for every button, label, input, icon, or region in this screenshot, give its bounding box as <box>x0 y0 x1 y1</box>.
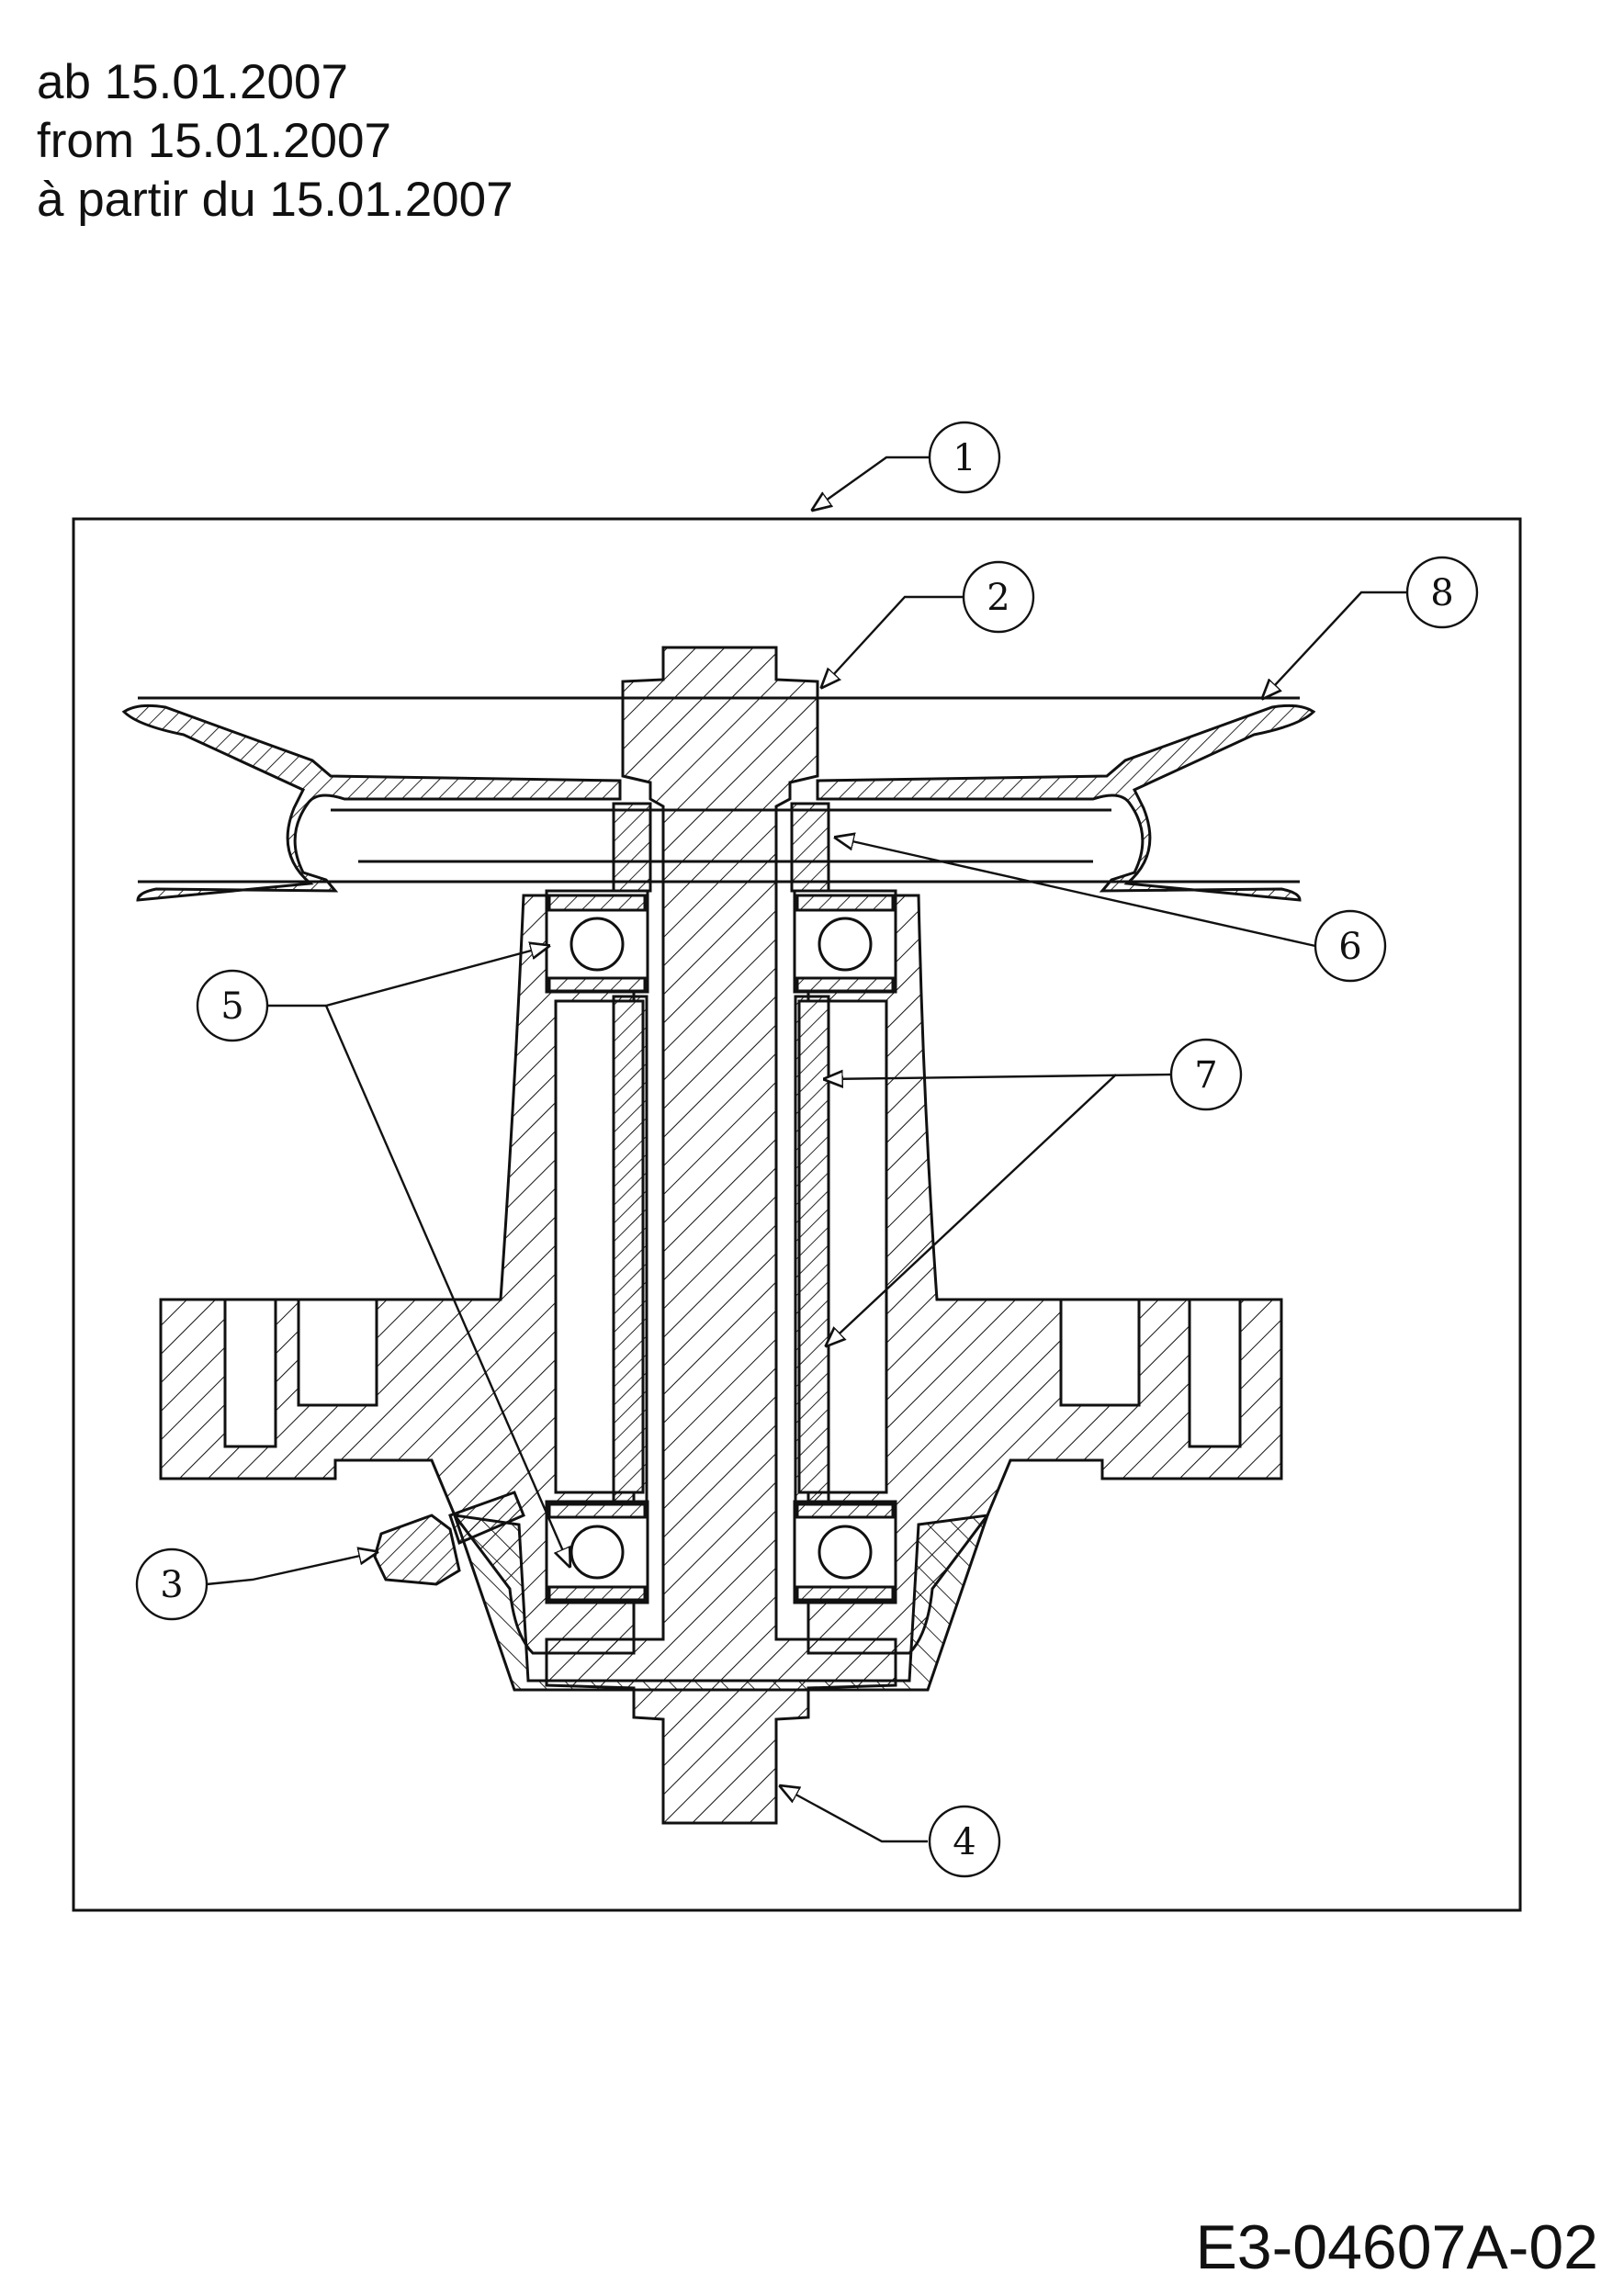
callout-6-label: 6 <box>1338 926 1361 968</box>
assembly-frame <box>72 517 1522 1912</box>
spacer-sleeves <box>612 802 830 1503</box>
callout-2-label: 2 <box>987 577 1009 619</box>
drawing-code: E3-04607A-02 <box>1195 2212 1598 2282</box>
callout-1: 1 <box>928 421 1001 494</box>
callout-7: 7 <box>1169 1038 1243 1111</box>
callout-3: 3 <box>135 1548 209 1621</box>
callout-4-label: 4 <box>953 1821 976 1863</box>
callout-8: 8 <box>1405 556 1479 629</box>
grease-fitting <box>373 1491 525 1586</box>
validity-note-en: from 15.01.2007 <box>37 114 391 168</box>
leader-lines <box>206 456 1407 1843</box>
validity-note-de: ab 15.01.2007 <box>37 55 348 109</box>
callout-5-label: 5 <box>220 985 243 1028</box>
callout-3-label: 3 <box>160 1564 183 1606</box>
callout-1-label: 1 <box>953 437 976 479</box>
callout-8-label: 8 <box>1430 572 1453 614</box>
validity-note-fr: à partir du 15.01.2007 <box>37 173 513 227</box>
callout-2: 2 <box>962 560 1035 634</box>
ball-bearings <box>547 894 895 1602</box>
callout-5: 5 <box>196 969 269 1042</box>
callout-6: 6 <box>1314 909 1387 983</box>
callout-7-label: 7 <box>1194 1054 1217 1097</box>
spindle-shaft <box>545 646 897 1825</box>
validity-notes: ab 15.01.2007 from 15.01.2007 à partir d… <box>37 53 513 230</box>
callout-4: 4 <box>928 1805 1001 1878</box>
